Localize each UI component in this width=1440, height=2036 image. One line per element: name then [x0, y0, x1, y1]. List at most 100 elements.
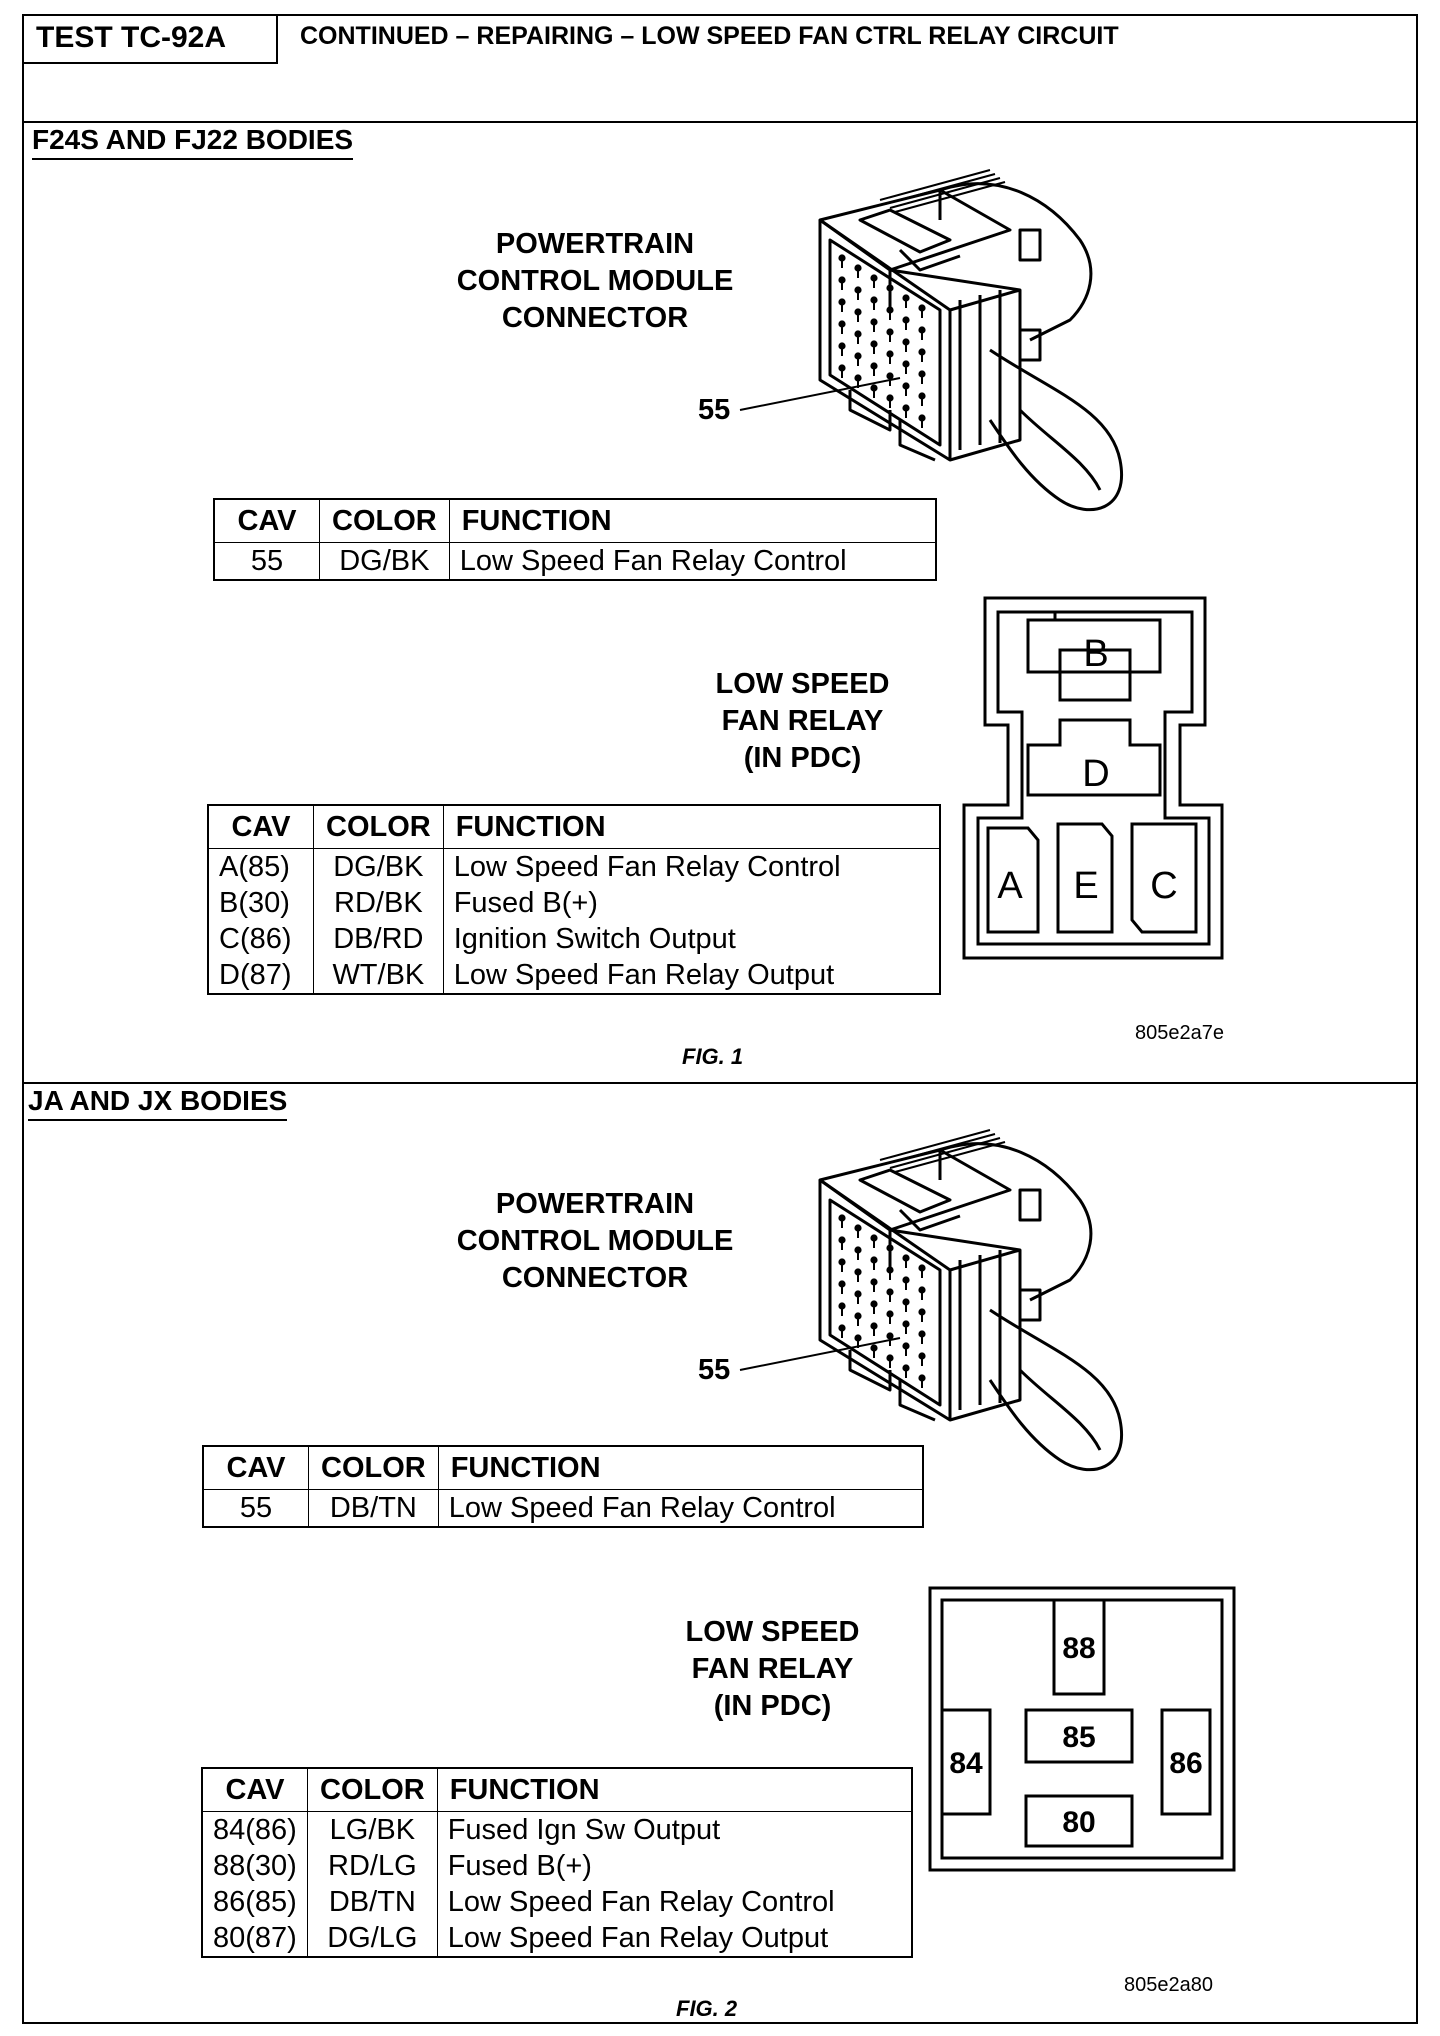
connector-pin [902, 1320, 910, 1328]
section2-pcm-table: CAV COLOR FUNCTION 55 DB/TN Low Speed Fa… [202, 1445, 924, 1528]
test-id: TEST TC-92A [22, 14, 278, 64]
col-function: FUNCTION [442, 804, 941, 849]
pin55-callout-line [739, 377, 901, 411]
connector-pin [918, 1330, 926, 1338]
col-function: FUNCTION [436, 1767, 913, 1812]
col-color: COLOR [319, 498, 450, 543]
relay-pin-d-label: D [1082, 753, 1109, 795]
relay-pin-b-label: B [1083, 633, 1108, 675]
relay-pin-86-label: 86 [1169, 1747, 1202, 1780]
connector-pin [838, 298, 846, 306]
connector-pin [854, 1224, 862, 1232]
connector-pin [918, 1308, 926, 1316]
section2-title: JA AND JX BODIES [28, 1085, 288, 1121]
table-row: A(85) DG/BK Low Speed Fan Relay Control [207, 848, 941, 885]
connector-pin [918, 392, 926, 400]
connector-pin [886, 1310, 894, 1318]
connector-pin [854, 1246, 862, 1254]
fig-label: FIG. 2 [676, 1996, 738, 2021]
table-row: 86(85) DB/TN Low Speed Fan Relay Control [201, 1884, 913, 1920]
table-row: 84(86) LG/BK Fused Ign Sw Output [201, 1811, 913, 1848]
page-frame [22, 14, 1418, 2024]
connector-pin [870, 1300, 878, 1308]
table-row: 55 DB/TN Low Speed Fan Relay Control [202, 1489, 924, 1527]
relay-pinout-diagram: B D A E C [962, 596, 1224, 960]
connector-pin [870, 1278, 878, 1286]
connector-pin [870, 1256, 878, 1264]
connector-pin [838, 1258, 846, 1266]
connector-pin [886, 1288, 894, 1296]
section1-relay-caption: LOW SPEED FAN RELAY (IN PDC) [715, 668, 890, 774]
relay-pinout-diagram: 88 84 85 86 80 [928, 1586, 1236, 1872]
connector-pin [854, 308, 862, 316]
connector-pin [854, 1290, 862, 1298]
connector-pin [918, 304, 926, 312]
connector-pin [886, 328, 894, 336]
connector-pin [838, 1302, 846, 1310]
relay-pin-e-label: E [1073, 865, 1098, 907]
page-title: CONTINUED – REPAIRING – LOW SPEED FAN CT… [300, 22, 1119, 50]
table-row: 55 DG/BK Low Speed Fan Relay Control [213, 542, 937, 580]
section2-pcm-caption: POWERTRAIN CONTROL MODULE CONNECTOR [456, 1188, 734, 1294]
relay-pin-88-label: 88 [1062, 1632, 1095, 1665]
connector-pin [918, 1286, 926, 1294]
connector-pin [902, 360, 910, 368]
connector-pin [886, 1266, 894, 1274]
connector-pin [918, 414, 926, 422]
connector-pin [854, 330, 862, 338]
pin55-callout: 55 [698, 1354, 731, 1386]
connector-pin [870, 1322, 878, 1330]
connector-pin [870, 274, 878, 282]
relay-pin-80-label: 80 [1062, 1806, 1095, 1839]
connector-pin [870, 362, 878, 370]
col-cav: CAV [207, 804, 314, 849]
section1-relay-table: CAV COLOR FUNCTION A(85) DG/BK Low Speed… [207, 804, 941, 995]
connector-pin [918, 1352, 926, 1360]
connector-pin [854, 1312, 862, 1320]
connector-pin [886, 306, 894, 314]
connector-pin [838, 276, 846, 284]
connector-pin [886, 284, 894, 292]
col-cav: CAV [202, 1445, 309, 1490]
connector-pin [902, 294, 910, 302]
table-row: 80(87) DG/LG Low Speed Fan Relay Output [201, 1920, 913, 1957]
section-divider [22, 1082, 1418, 1084]
connector-pin [838, 1280, 846, 1288]
col-cav: CAV [213, 498, 320, 543]
connector-pin [838, 1236, 846, 1244]
connector-pin [854, 352, 862, 360]
connector-pin [838, 1214, 846, 1222]
section1-pcm-caption: POWERTRAIN CONTROL MODULE CONNECTOR [456, 228, 734, 334]
col-function: FUNCTION [437, 1445, 924, 1490]
pin55-callout: 55 [698, 394, 731, 426]
connector-pin [854, 1268, 862, 1276]
connector-pin [902, 316, 910, 324]
connector-pin [870, 1234, 878, 1242]
relay-pin-85-label: 85 [1062, 1721, 1095, 1754]
col-color: COLOR [308, 1445, 439, 1490]
connector-pin [902, 1298, 910, 1306]
fig-label: FIG. 1 [682, 1044, 744, 1069]
connector-pin [918, 1264, 926, 1272]
relay-pin-a-label: A [997, 865, 1023, 907]
connector-pin [918, 348, 926, 356]
connector-pin [870, 318, 878, 326]
connector-pin [918, 370, 926, 378]
section1-title: F24S AND FJ22 BODIES [32, 124, 354, 160]
section2-relay-table: CAV COLOR FUNCTION 84(86) LG/BK Fused Ig… [201, 1767, 913, 1958]
header-divider [22, 121, 1418, 123]
connector-pin [854, 264, 862, 272]
connector-pin [854, 286, 862, 294]
connector-pin [838, 320, 846, 328]
connector-pin [838, 254, 846, 262]
section1-pcm-table: CAV COLOR FUNCTION 55 DG/BK Low Speed Fa… [213, 498, 937, 581]
connector-pin [870, 340, 878, 348]
table-row: B(30) RD/BK Fused B(+) [207, 885, 941, 921]
connector-pin [886, 350, 894, 358]
table-row: 88(30) RD/LG Fused B(+) [201, 1848, 913, 1884]
connector-pin [902, 1254, 910, 1262]
connector-pin [902, 338, 910, 346]
table-row: D(87) WT/BK Low Speed Fan Relay Output [207, 957, 941, 994]
connector-pin [902, 1276, 910, 1284]
connector-pin [918, 326, 926, 334]
